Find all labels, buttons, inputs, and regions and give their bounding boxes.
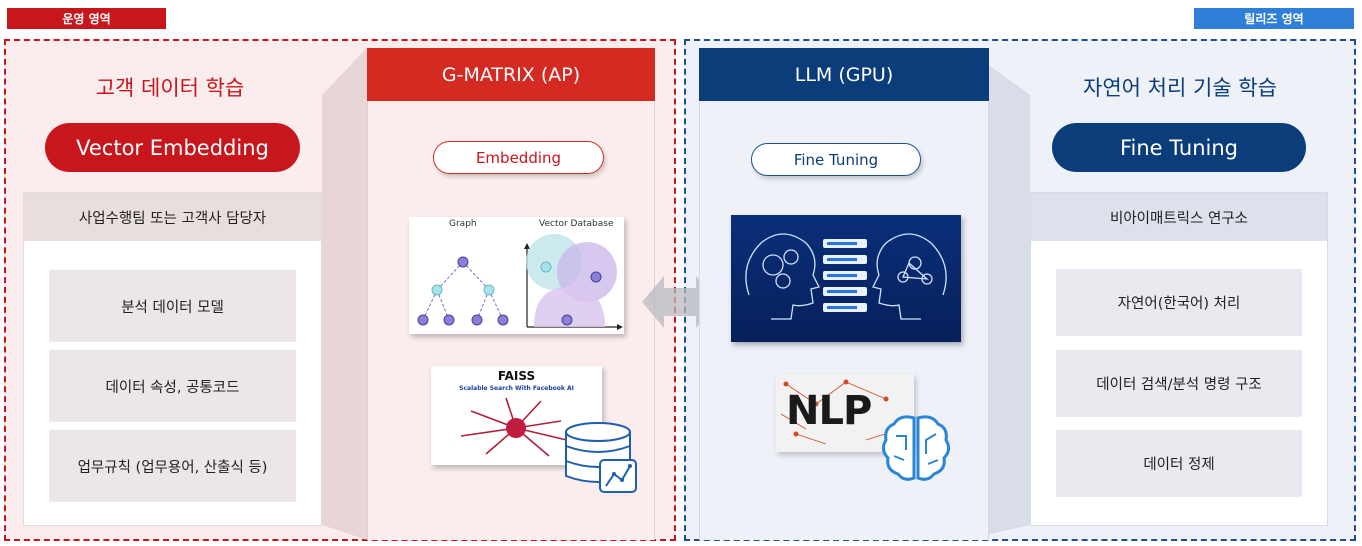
release-area-tag: 릴리즈 영역	[1194, 8, 1354, 29]
network-burst-icon	[460, 397, 572, 457]
vector-database-label: Vector Database	[539, 219, 614, 229]
left-list-header: 사업수행팀 또는 고객사 담당자	[24, 193, 321, 241]
graph-vector-db-image: Graph Vector Database	[409, 217, 624, 334]
vector-embedding-pill: Vector Embedding	[45, 123, 300, 172]
list-item: 분석 데이터 모델	[49, 270, 296, 342]
list-item: 데이터 검색/분석 명령 구조	[1056, 350, 1302, 417]
brain-gears-icon	[745, 233, 947, 320]
llm-header: LLM (GPU)	[699, 48, 989, 101]
graph-label: Graph	[449, 219, 477, 229]
list-item: 데이터 속성, 공통코드	[49, 350, 296, 422]
operation-area-tag: 운영 영역	[7, 8, 166, 29]
list-item: 데이터 정제	[1056, 430, 1302, 497]
right-panel-title: 자연어 처리 기술 학습	[1083, 76, 1277, 100]
ai-brain-image	[731, 215, 961, 342]
fine-tuning-pill: Fine Tuning	[1052, 123, 1306, 172]
faiss-subtitle: Scalable Search With Facebook AI	[459, 385, 574, 392]
brain-circuit-icon	[881, 415, 951, 481]
faiss-title: FAISS	[497, 369, 536, 383]
nlp-text: NLP	[786, 388, 872, 434]
embedding-pill: Embedding	[433, 141, 604, 174]
right-list-header: 비아이매트릭스 연구소	[1031, 193, 1327, 241]
fine-tuning-outline-pill: Fine Tuning	[751, 143, 921, 176]
nlp-image: NLP	[776, 374, 914, 452]
list-item: 업무규칙 (업무용어, 산출식 등)	[49, 430, 296, 502]
list-item: 자연어(한국어) 처리	[1056, 269, 1302, 336]
left-panel-title: 고객 데이터 학습	[95, 76, 245, 100]
database-chart-icon	[565, 422, 637, 493]
graph-diagram-icon	[417, 234, 623, 330]
gmatrix-header: G-MATRIX (AP)	[367, 48, 655, 101]
